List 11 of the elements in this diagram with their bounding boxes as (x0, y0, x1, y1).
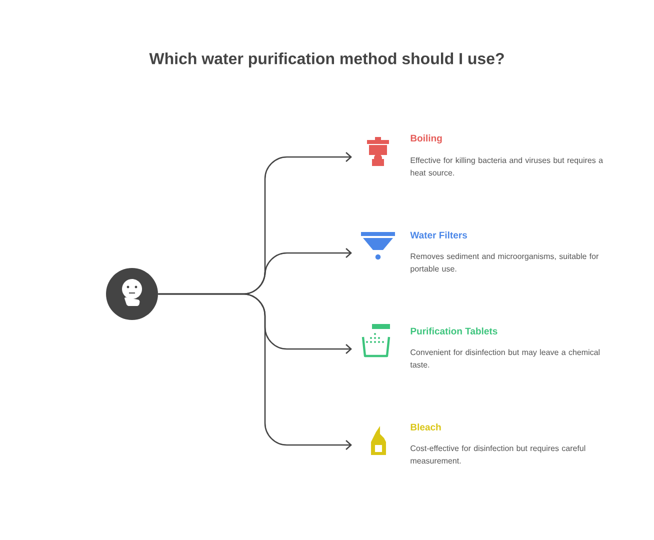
title: Which water purification method should I use? (149, 52, 504, 68)
option-heading: Purification Tablets (410, 328, 498, 334)
option-description: Removes sediment and microorganisms, suitable for portable use. (410, 253, 599, 274)
option-description: Convenient for disinfection but may leave a chemical taste. (410, 349, 600, 368)
option-description: Cost-effective for disinfection but requires careful measurement. (410, 445, 586, 464)
option-heading: Water Filters (410, 232, 467, 238)
option-heading: Bleach (410, 424, 441, 430)
thinking-face-circle (106, 268, 158, 320)
option-description: Effective for killing bacteria and viruses but requires a heat source. (410, 157, 603, 176)
option-heading: Boiling (410, 134, 442, 144)
arrow (158, 293, 352, 450)
